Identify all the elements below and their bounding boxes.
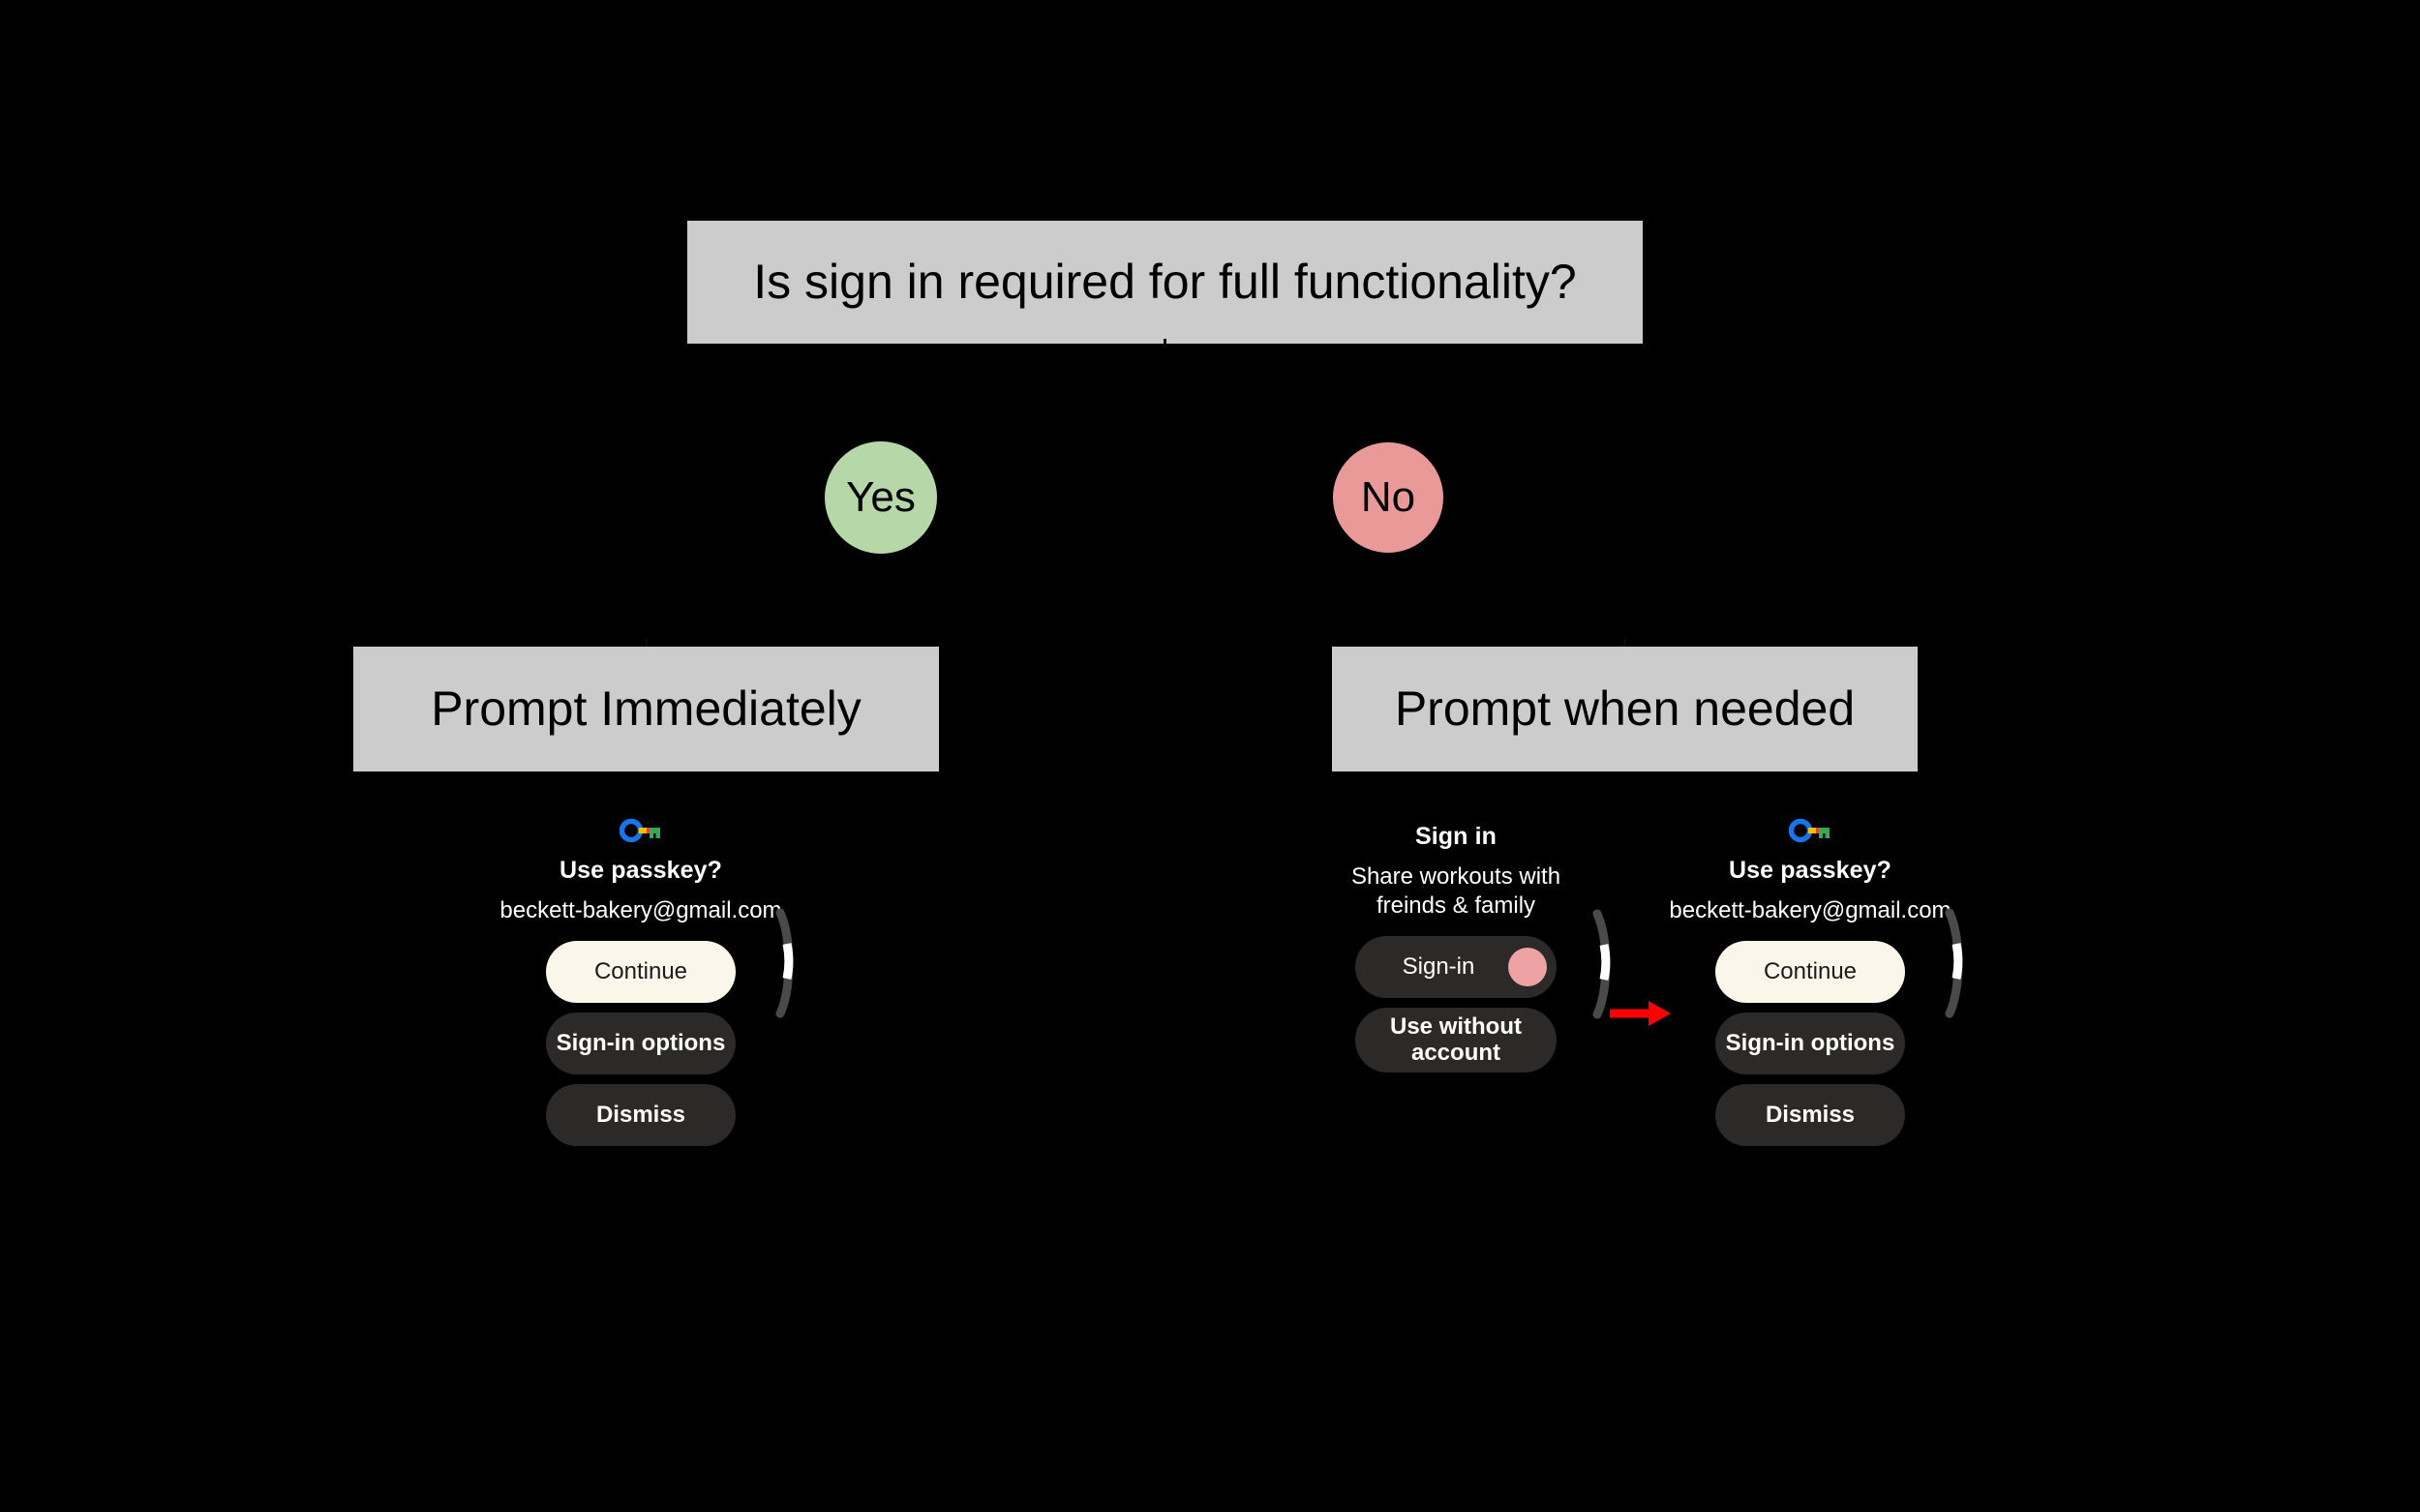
signin-dialog-title: Sign in <box>1414 823 1497 850</box>
dismiss-button-right-label: Dismiss <box>1765 1101 1856 1128</box>
continue-button-right-label: Continue <box>1763 957 1858 984</box>
branch-circle-yes: Yes <box>825 441 937 554</box>
continue-button-left-label: Continue <box>593 957 688 984</box>
use-without-account-button-label: Use without account <box>1390 1013 1522 1067</box>
decision-box-question-label: Is sign in required for full functionali… <box>753 255 1577 309</box>
passkey-title-left: Use passkey? <box>560 857 722 884</box>
connector-no-to-right-box <box>1623 639 1626 649</box>
google-passkey-icon <box>620 818 662 843</box>
continue-button-right[interactable]: Continue <box>1715 940 1905 1003</box>
outcome-box-prompt-immediately: Prompt Immediately <box>353 647 939 771</box>
outcome-label-prompt-immediately: Prompt Immediately <box>431 681 862 736</box>
signin-options-button-left[interactable]: Sign-in options <box>546 1012 736 1074</box>
tap-target-dot <box>1508 947 1547 986</box>
passkey-dialog-right: Use passkey? beckett-bakery@gmail.com Co… <box>1655 818 1965 1156</box>
dismiss-button-right[interactable]: Dismiss <box>1715 1083 1905 1146</box>
signin-dialog: Sign in Share workouts with freinds & fa… <box>1301 823 1611 1082</box>
outcome-label-prompt-when-needed: Prompt when needed <box>1394 681 1856 736</box>
passkey-title-right: Use passkey? <box>1729 857 1891 884</box>
google-passkey-icon <box>1789 818 1831 843</box>
passkey-dialog-left: Use passkey? beckett-bakery@gmail.com Co… <box>486 818 796 1156</box>
signin-button-label: Sign-in <box>1402 953 1475 980</box>
branch-label-yes: Yes <box>846 473 916 521</box>
signin-dialog-subtitle: Share workouts with freinds & family <box>1350 862 1561 919</box>
passkey-account-left: beckett-bakery@gmail.com <box>499 896 782 923</box>
branch-label-no: No <box>1360 473 1416 521</box>
signin-options-button-right-label: Sign-in options <box>1725 1029 1895 1056</box>
signin-button[interactable]: Sign-in <box>1355 935 1557 998</box>
passkey-account-right: beckett-bakery@gmail.com <box>1669 896 1951 923</box>
decision-box-question: Is sign in required for full functionali… <box>687 221 1643 344</box>
signin-options-button-left-label: Sign-in options <box>556 1029 726 1056</box>
outcome-box-prompt-when-needed: Prompt when needed <box>1332 647 1918 771</box>
red-arrow <box>1610 997 1672 1030</box>
continue-button-left[interactable]: Continue <box>546 940 736 1003</box>
branch-circle-no: No <box>1333 442 1443 553</box>
signin-options-button-right[interactable]: Sign-in options <box>1715 1012 1905 1074</box>
connector-question-to-yes <box>1164 339 1166 347</box>
dismiss-button-left[interactable]: Dismiss <box>546 1083 736 1146</box>
use-without-account-button[interactable]: Use without account <box>1355 1007 1557 1073</box>
connector-yes-to-left-box <box>645 639 648 649</box>
dismiss-button-left-label: Dismiss <box>595 1101 686 1128</box>
